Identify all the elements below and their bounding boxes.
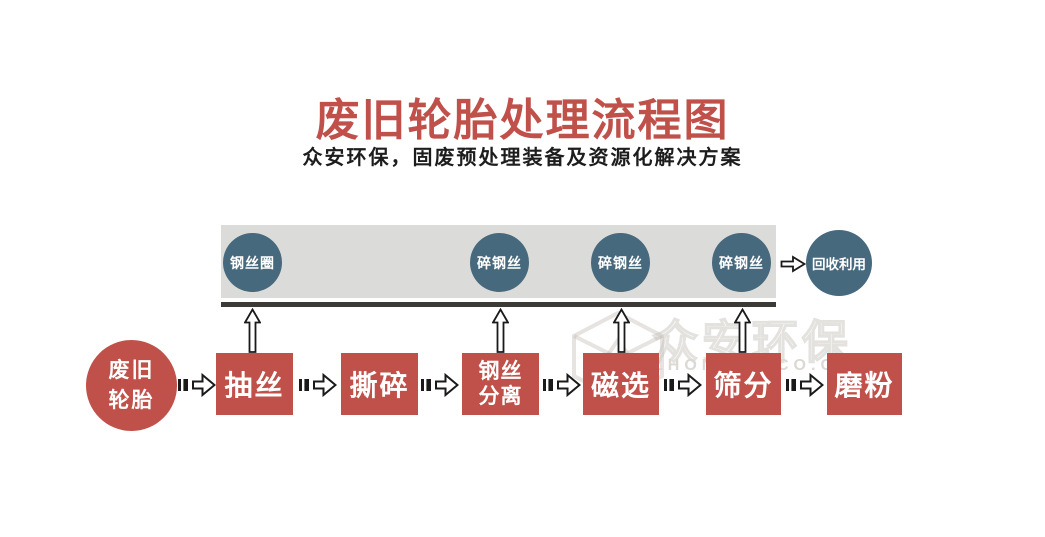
watermark-subtext-left: ZHON — [653, 357, 719, 374]
step-box-screening: 筛分 — [706, 353, 781, 415]
step-box-grinding: 磨粉 — [827, 353, 902, 415]
step-label-line2: 分离 — [478, 385, 523, 408]
page-title: 废旧轮胎处理流程图 — [315, 96, 730, 145]
flow-arrow-icon — [299, 372, 337, 398]
step-box-shredding: 撕碎 — [341, 353, 418, 415]
source-node-line1: 废旧 — [108, 358, 155, 382]
up-arrow-icon — [244, 308, 261, 353]
step-label: 磁选 — [590, 370, 651, 401]
step-label-line1: 钢丝 — [478, 360, 523, 383]
output-node-label: 碎钢丝 — [719, 254, 764, 271]
output-node-label: 钢丝圈 — [230, 254, 275, 271]
output-node-crushed-wire-2: 碎钢丝 — [591, 233, 650, 292]
step-label: 筛分 — [713, 370, 774, 401]
step-label: 撕碎 — [349, 370, 410, 401]
recycle-arrow-icon — [780, 255, 806, 273]
source-node-line2: 轮胎 — [108, 388, 155, 412]
output-node-steel-ring: 钢丝圈 — [223, 233, 282, 292]
output-node-label: 碎钢丝 — [477, 254, 522, 271]
step-box-magnetic-separation: 磁选 — [583, 353, 659, 415]
flow-arrow-icon — [421, 372, 459, 398]
step-box-wire-separation: 钢丝 分离 — [462, 353, 539, 415]
timeline-line — [221, 302, 776, 307]
watermark-subtext-right: CO.C — [777, 357, 837, 374]
source-node-waste-tire: 废旧 轮胎 — [86, 340, 177, 431]
flow-arrow-icon — [786, 372, 824, 398]
up-arrow-icon — [613, 308, 630, 353]
flow-arrow-icon — [543, 372, 581, 398]
output-node-label: 碎钢丝 — [598, 254, 643, 271]
step-box-wire-drawing: 抽丝 — [216, 353, 293, 415]
output-node-crushed-wire-1: 碎钢丝 — [470, 233, 529, 292]
step-label: 抽丝 — [224, 370, 285, 401]
up-arrow-icon — [734, 308, 751, 353]
output-node-crushed-wire-3: 碎钢丝 — [712, 233, 771, 292]
page-subtitle: 众安环保，固废预处理装备及资源化解决方案 — [302, 147, 743, 169]
flow-arrow-icon — [664, 372, 702, 398]
recycle-node-label: 回收利用 — [812, 257, 866, 272]
recycle-node: 回收利用 — [806, 230, 872, 296]
flow-arrow-icon — [178, 372, 216, 398]
up-arrow-icon — [492, 308, 509, 353]
step-label: 磨粉 — [834, 370, 895, 401]
